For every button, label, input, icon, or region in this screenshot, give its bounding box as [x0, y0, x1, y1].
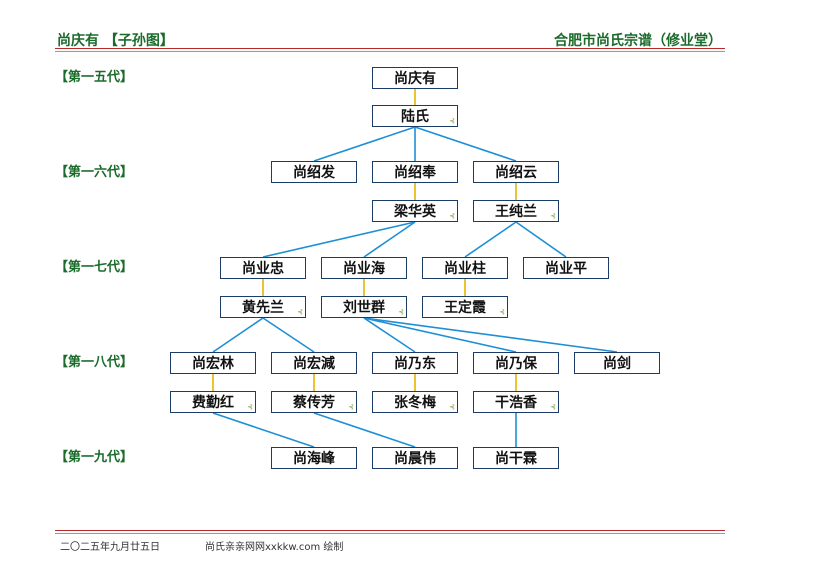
person-name: 尚剑: [603, 356, 631, 372]
generation-label-18: 【第一八代】: [55, 355, 134, 370]
child-connector: [515, 221, 567, 258]
person-box-hongjian[interactable]: 尚宏減: [271, 352, 357, 374]
person-name: 尚绍奉: [394, 165, 436, 181]
spouse-marker-icon: ⊰: [449, 212, 455, 220]
person-box-yeping[interactable]: 尚业平: [523, 257, 609, 279]
person-name: 尚海峰: [293, 451, 335, 467]
person-box-lushi[interactable]: 陆氏 ⊰: [372, 105, 458, 127]
child-connector: [262, 317, 315, 353]
person-name: 尚业平: [545, 261, 587, 277]
person-name: 尚业海: [343, 261, 385, 277]
child-connector: [212, 317, 264, 353]
footer-rule: [55, 530, 725, 531]
generation-label-15: 【第一五代】: [55, 70, 134, 85]
spouse-marker-icon: ⊰: [449, 117, 455, 125]
person-name: 干浩香: [495, 395, 537, 411]
person-name: 张冬梅: [394, 395, 436, 411]
spouse-marker-icon: ⊰: [449, 403, 455, 411]
footer-date: 二〇二五年九月廿五日: [60, 542, 160, 553]
genealogy-name: 合肥市尚氏宗谱（修业堂）: [554, 33, 722, 49]
person-box-naibao[interactable]: 尚乃保: [473, 352, 559, 374]
person-name: 费勤红: [192, 395, 234, 411]
child-connector: [313, 126, 416, 162]
generation-label-19: 【第一九代】: [55, 450, 134, 465]
child-connector: [363, 317, 618, 353]
person-name: 尚业柱: [444, 261, 486, 277]
person-name: 尚业忠: [242, 261, 284, 277]
person-box-wangchunlan[interactable]: 王纯兰 ⊰: [473, 200, 559, 222]
spouse-marker-icon: ⊰: [550, 403, 556, 411]
person-name: 尚乃东: [394, 356, 436, 372]
person-box-qingyou[interactable]: 尚庆有: [372, 67, 458, 89]
person-box-haifeng[interactable]: 尚海峰: [271, 447, 357, 469]
child-connector: [363, 221, 416, 258]
child-connector: [464, 221, 517, 258]
person-box-naidong[interactable]: 尚乃东: [372, 352, 458, 374]
child-connector: [363, 317, 416, 353]
person-box-zhangdongmei[interactable]: 张冬梅 ⊰: [372, 391, 458, 413]
person-name: 梁华英: [394, 204, 436, 220]
spouse-marker-icon: ⊰: [247, 403, 253, 411]
child-connector: [262, 221, 416, 258]
person-name: 王纯兰: [495, 204, 537, 220]
generation-label-17: 【第一七代】: [55, 260, 134, 275]
person-box-shaoyun[interactable]: 尚绍云: [473, 161, 559, 183]
person-box-liushiqun[interactable]: 刘世群 ⊰: [321, 296, 407, 318]
person-name: 蔡传芳: [293, 395, 335, 411]
spouse-marker-icon: ⊰: [499, 308, 505, 316]
child-connector: [363, 317, 517, 353]
header-rule-thin: [55, 51, 725, 52]
person-name: 尚干霖: [495, 451, 537, 467]
person-name: 尚庆有: [394, 71, 436, 87]
generation-label-16: 【第一六代】: [55, 165, 134, 180]
header-rule: [55, 48, 725, 49]
person-box-shaofa[interactable]: 尚绍发: [271, 161, 357, 183]
child-connector: [414, 126, 517, 162]
person-box-huangxianlan[interactable]: 黄先兰 ⊰: [220, 296, 306, 318]
footer-credit: 尚氏亲亲网网xxkkw.com 绘制: [205, 542, 344, 553]
person-box-lianghuaying[interactable]: 梁华英 ⊰: [372, 200, 458, 222]
spouse-marker-icon: ⊰: [297, 308, 303, 316]
child-connector: [212, 412, 315, 448]
footer-rule-thin: [55, 533, 725, 534]
person-box-chenwei[interactable]: 尚晨伟: [372, 447, 458, 469]
spouse-marker-icon: ⊰: [398, 308, 404, 316]
person-name: 尚乃保: [495, 356, 537, 372]
person-name: 王定霞: [444, 300, 486, 316]
person-box-ganlin[interactable]: 尚干霖: [473, 447, 559, 469]
person-name: 尚晨伟: [394, 451, 436, 467]
person-name: 尚宏減: [293, 356, 335, 372]
person-name: 尚绍发: [293, 165, 335, 181]
spouse-marker-icon: ⊰: [550, 212, 556, 220]
person-box-ganhaoxiang[interactable]: 干浩香 ⊰: [473, 391, 559, 413]
person-name: 尚宏林: [192, 356, 234, 372]
person-box-wangdingxia[interactable]: 王定霞 ⊰: [422, 296, 508, 318]
person-box-feiqinhong[interactable]: 费勤红 ⊰: [170, 391, 256, 413]
person-box-honglin[interactable]: 尚宏林: [170, 352, 256, 374]
child-connector: [313, 412, 416, 448]
person-box-jian[interactable]: 尚剑: [574, 352, 660, 374]
spouse-marker-icon: ⊰: [348, 403, 354, 411]
person-name: 刘世群: [343, 300, 385, 316]
person-name: 陆氏: [401, 109, 429, 125]
person-box-yehai[interactable]: 尚业海: [321, 257, 407, 279]
person-box-caichuanfang[interactable]: 蔡传芳 ⊰: [271, 391, 357, 413]
person-box-yezhu[interactable]: 尚业柱: [422, 257, 508, 279]
person-name: 黄先兰: [242, 300, 284, 316]
document-title: 尚庆有 【子孙图】: [57, 33, 174, 49]
person-name: 尚绍云: [495, 165, 537, 181]
person-box-yezhong[interactable]: 尚业忠: [220, 257, 306, 279]
person-box-shaofeng[interactable]: 尚绍奉: [372, 161, 458, 183]
